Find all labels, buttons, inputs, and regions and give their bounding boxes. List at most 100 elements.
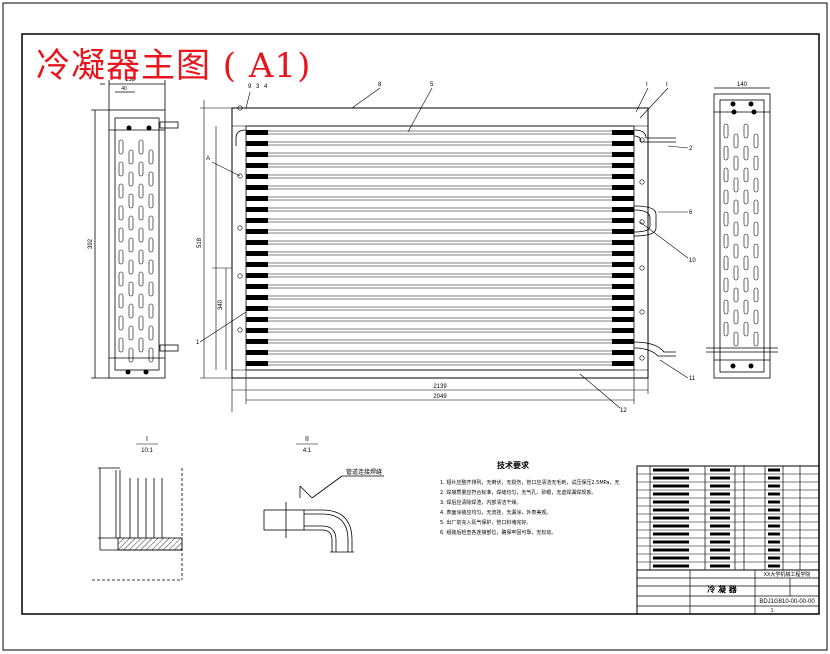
tube-end-right [612, 152, 634, 157]
tube-end-left [246, 207, 268, 212]
bolt-hole [748, 363, 754, 369]
vent-slot [128, 215, 134, 231]
vent-slot [753, 309, 759, 325]
dim-side-sub: 40 [121, 86, 127, 92]
vent-slot [138, 271, 144, 287]
bom-cell-text [768, 516, 780, 520]
tube-end-left [246, 174, 268, 179]
inner-border [21, 33, 820, 615]
vent-slot [118, 271, 124, 287]
tube-end-right [612, 218, 634, 223]
vent-slot [148, 237, 154, 253]
left-side-slots [118, 125, 154, 375]
vent-slot [118, 293, 124, 309]
mount-hole [237, 273, 243, 279]
tube-end-right [612, 262, 634, 267]
vent-slot [148, 281, 154, 297]
bolt-hole [731, 109, 737, 115]
mount-hole [639, 219, 645, 225]
mount-hole [237, 105, 243, 111]
vent-slot [148, 259, 154, 275]
bom-cell-text [710, 476, 730, 480]
vent-slot [743, 211, 749, 227]
bom-cell-text [653, 540, 689, 544]
vent-slot [723, 189, 729, 205]
tube-end-right [612, 295, 634, 300]
vent-slot [138, 205, 144, 221]
tube-end-right [612, 163, 634, 168]
bom-cell-text [653, 564, 689, 568]
bom-cell-text [710, 564, 730, 568]
vent-slot [138, 183, 144, 199]
tube-end-left [246, 152, 268, 157]
bom-cell-text [653, 484, 689, 488]
vent-slot [723, 167, 729, 183]
tube-end-left [246, 317, 268, 322]
detail-i-drawing [92, 467, 183, 581]
detail-i-label: I [146, 436, 148, 443]
vent-slot [753, 133, 759, 149]
vent-slot [118, 205, 124, 221]
tube-end-left [246, 262, 268, 267]
vent-slot [743, 189, 749, 205]
vent-slot [128, 303, 134, 319]
title-drawing-name: 冷 凝 器 [707, 584, 738, 594]
dim-side-width: 138 [125, 77, 136, 83]
vent-slot [723, 255, 729, 271]
vent-slot [723, 123, 729, 139]
tube-end-left [246, 196, 268, 201]
bom-cell-text [768, 548, 780, 552]
vent-slot [743, 299, 749, 315]
dim-front-height: 518 [197, 237, 203, 248]
bom-cell-text [768, 524, 780, 528]
bolt-hole [126, 125, 132, 131]
mount-hole [237, 327, 243, 333]
bolt-hole [751, 109, 757, 115]
vent-slot [128, 281, 134, 297]
bom-cell-text [768, 492, 780, 496]
svg-text:11: 11 [689, 376, 696, 382]
tube-end-left [246, 218, 268, 223]
tube-end-left [246, 284, 268, 289]
bom-cell-text [710, 532, 730, 536]
front-dimensions [200, 100, 649, 412]
vent-slot [753, 155, 759, 171]
bom-cell-text [653, 524, 689, 528]
tube-end-right [612, 240, 634, 245]
bom-cell-text [768, 476, 780, 480]
svg-text:10: 10 [689, 258, 696, 264]
vent-slot [753, 221, 759, 237]
bolt-hole [143, 369, 149, 375]
svg-text:6: 6 [689, 210, 693, 216]
svg-text:9: 9 [248, 84, 252, 90]
detail-ii-drawing [263, 475, 384, 553]
vent-slot [148, 171, 154, 187]
vent-slot [753, 177, 759, 193]
bolt-hole [730, 363, 736, 369]
tube-end-left [246, 251, 268, 256]
vent-slot [733, 287, 739, 303]
vent-slot [753, 331, 759, 347]
vent-slot [128, 325, 134, 341]
bom-cell-text [768, 532, 780, 536]
detail-i-scale: 10:1 [141, 448, 153, 454]
svg-text:I: I [646, 82, 648, 88]
svg-text:12: 12 [620, 408, 627, 414]
bom-cell-text [768, 540, 780, 544]
tube-end-right [612, 317, 634, 322]
bolt-hole [125, 369, 131, 375]
tube-end-left [246, 339, 268, 344]
dim-front-overall: 2139 [433, 384, 447, 390]
front-view-frame [231, 107, 649, 379]
mount-hole [639, 355, 645, 361]
tube-end-right [612, 361, 634, 366]
vent-slot [118, 161, 124, 177]
svg-text:2: 2 [689, 146, 693, 152]
vent-slot [743, 233, 749, 249]
tube-end-left [246, 240, 268, 245]
bolt-hole [748, 101, 754, 107]
tech-requirement-item: 4. 表面涂装应均匀，无流挂，无漏涂，外表美观。 [440, 509, 551, 516]
vent-slot [148, 303, 154, 319]
vent-slot [733, 155, 739, 171]
